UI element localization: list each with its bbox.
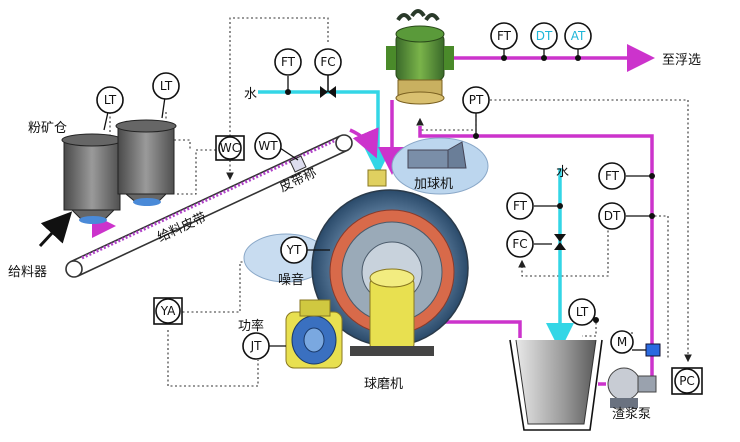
instrument-ft-out: FT — [490, 22, 518, 50]
label-slurry-pump: 渣浆泵 — [612, 407, 651, 422]
feeder-arrow — [38, 211, 73, 248]
label-flotation: 至浮选 — [662, 53, 701, 68]
instrument-tag: FC — [320, 55, 335, 69]
instrument-tag: WT — [258, 139, 278, 153]
ore-bin-left — [61, 133, 123, 224]
instrument-tag: PT — [469, 93, 484, 107]
ball-feeder — [367, 137, 489, 195]
instrument-tag: AT — [571, 29, 586, 43]
label-water-top: 水 — [244, 87, 257, 102]
label-ball-feeder: 加球机 — [414, 177, 453, 192]
instrument-dt-right: DT — [598, 202, 626, 230]
feed-belt — [65, 134, 353, 278]
instrument-ft-mid: FT — [506, 192, 534, 220]
instrument-ya[interactable]: YA — [153, 297, 183, 325]
instrument-tag: YA — [160, 304, 176, 318]
instrument-tag: DT — [604, 209, 621, 223]
hydrocyclone — [386, 9, 454, 105]
instrument-tag: FT — [497, 29, 512, 43]
instrument-ft-top: FT — [274, 48, 302, 76]
instrument-tag: WC — [220, 141, 240, 155]
ball-mill — [311, 189, 469, 356]
instrument-tag: FT — [513, 199, 528, 213]
instrument-at-out: AT — [564, 22, 592, 50]
instrument-tag: YT — [286, 243, 302, 257]
label-feeder: 给料器 — [8, 265, 47, 280]
instrument-lt-bin1: LT — [96, 86, 124, 114]
label-power: 功率 — [238, 318, 264, 334]
label-noise: 噪音 — [278, 272, 304, 288]
instrument-tag: FT — [605, 169, 620, 183]
instrument-yt: YT — [280, 236, 308, 264]
instrument-jt: JT — [242, 332, 270, 360]
instrument-tag: DT — [536, 29, 553, 43]
slurry-pump — [607, 367, 657, 408]
instrument-wt: WT — [254, 132, 282, 160]
valve-water-right — [554, 234, 566, 250]
instrument-pt: PT — [462, 86, 490, 114]
instrument-tag: JT — [250, 339, 263, 353]
sump-tank — [509, 339, 603, 431]
instrument-dt-out: DT — [530, 22, 558, 50]
ore-bin-right — [115, 119, 177, 206]
instrument-tag: FC — [512, 237, 527, 251]
mill-motor — [285, 299, 343, 369]
instrument-ft-right: FT — [598, 162, 626, 190]
instrument-lt-bin2: LT — [152, 72, 180, 100]
instrument-tag: M — [617, 335, 627, 349]
label-water-right: 水 — [556, 165, 569, 180]
instrument-tag: LT — [104, 93, 117, 107]
instrument-motor: M — [610, 330, 634, 354]
instrument-tag: LT — [160, 79, 173, 93]
label-belt: 给料皮带 — [155, 210, 208, 246]
instrument-wc[interactable]: WC — [215, 135, 245, 161]
instrument-tag: FT — [281, 55, 296, 69]
instrument-pc[interactable]: PC — [671, 367, 703, 395]
instrument-fc-top: FC — [314, 48, 342, 76]
instrument-fc-mid: FC — [506, 230, 534, 258]
motor-coupling — [645, 343, 661, 357]
label-ore-bin: 粉矿仓 — [28, 121, 67, 136]
label-ball-mill: 球磨机 — [364, 377, 403, 392]
valve-water-top — [320, 74, 336, 98]
instrument-tag: PC — [679, 374, 695, 388]
instrument-lt-sump: LT — [568, 298, 596, 326]
instrument-tag: LT — [576, 305, 589, 319]
